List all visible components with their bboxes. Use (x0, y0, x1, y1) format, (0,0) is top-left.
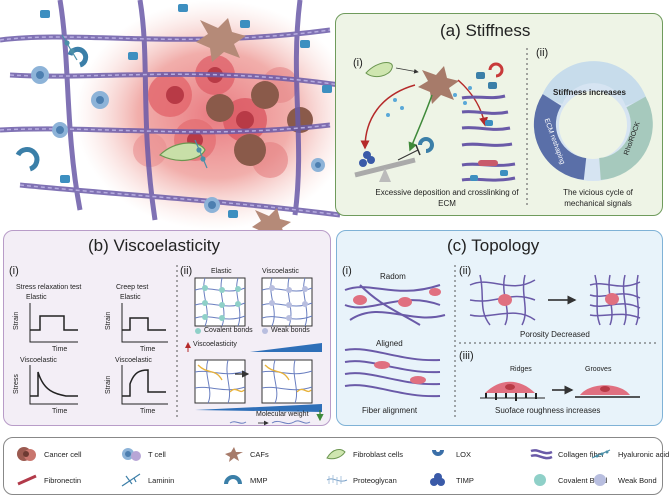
caf-icon (225, 447, 243, 462)
lox-icon (432, 450, 444, 456)
legend-item-collagen-fiber: Collagen fiber (530, 446, 604, 462)
legend-label: Weak Bond (618, 475, 657, 485)
laminin-icon (121, 473, 141, 487)
stiffness-sub-i: (i) (353, 57, 363, 69)
visco-sub-i: (i) (9, 265, 19, 277)
porosity-label: Porosity Decreased (520, 330, 590, 339)
fibroblast-illustration (158, 142, 206, 162)
legend-label: Collagen fiber (558, 449, 605, 459)
legend-item-cafs: CAFs (222, 446, 269, 462)
legend-label: LOX (456, 449, 472, 459)
network-viscoelastic-label: Viscoelastic (262, 268, 299, 275)
topology-sub-ii: (ii) (459, 265, 472, 277)
axis-time-2: Time (140, 346, 156, 353)
legend-label: Laminin (148, 475, 175, 485)
elastic-label-2: Elastic (120, 294, 141, 301)
legend-label: Cancer cell (44, 449, 82, 459)
stiffness-sub-ii: (ii) (536, 47, 549, 59)
elastic-label-1: Elastic (26, 294, 47, 301)
legend-label: T cell (148, 449, 166, 459)
legend-item-t-cell: T cell (120, 446, 166, 462)
stress-relaxation-label: Stress relaxation test (16, 284, 82, 291)
fibroblast-icon (326, 449, 346, 460)
t-cell-icon (122, 448, 141, 461)
topology-title: (c) Topology (447, 236, 540, 255)
legend-item-mmp: MMP (222, 472, 268, 488)
viscoelastic-label-1: Viscoelastic (20, 357, 57, 364)
weak-bond-icon (594, 474, 606, 486)
grooves-label: Grooves (585, 366, 612, 373)
stiffness-title: (a) Stiffness (440, 21, 531, 40)
axis-time-1: Time (52, 346, 68, 353)
ring-stiffness-label: Stiffness increases (553, 88, 626, 97)
collagen-icon (530, 449, 553, 460)
proteoglycan-icon (326, 475, 348, 485)
cell-random-1 (353, 295, 367, 305)
covalent-bond-icon (534, 474, 546, 486)
lox-markers (40, 4, 332, 218)
viscoelasticity-increase-label: Viscoelasticity (193, 341, 237, 348)
network-elastic-label: Elastic (211, 268, 232, 275)
random-label: Radom (380, 272, 406, 281)
legend-label: Proteoglycan (353, 475, 397, 485)
creep-test-label: Creep test (116, 284, 149, 291)
roughness-label: Suoface roughness increases (495, 406, 601, 415)
covalent-bonds-label: Covalent bonds (204, 327, 253, 334)
legend-item-proteoglycan: Proteoglycan (325, 472, 397, 488)
weak-bonds-label: Weak bonds (271, 327, 310, 334)
topology-sub-i: (i) (342, 265, 352, 277)
visco-sub-ii: (ii) (180, 265, 193, 277)
legend-item-laminin: Laminin (120, 472, 174, 488)
ridges-label: Ridges (510, 366, 532, 373)
legend-item-fibroblast-cells: Fibroblast cells (325, 446, 403, 462)
legend-label: Fibronectin (44, 475, 82, 485)
axis-time-3: Time (52, 408, 68, 415)
stiffness-caption-i: Excessive deposition and crosslinking of… (375, 188, 519, 208)
axis-time-4: Time (140, 408, 156, 415)
legend-label: Hyaluronic acid (618, 449, 669, 459)
legend-item-fibronectin: Fibronectin (16, 472, 81, 488)
legend-item-lox: LOX (428, 446, 471, 462)
legend-label: CAFs (250, 449, 269, 459)
legend-item-cancer-cell: Cancer cell (16, 446, 82, 462)
topology-sub-iii: (iii) (459, 350, 474, 362)
viscoelasticity-title: (b) Viscoelasticity (88, 236, 220, 255)
legend-item-timp: TIMP (428, 472, 474, 488)
legend-label: TIMP (456, 475, 474, 485)
aligned-label: Aligned (376, 339, 403, 348)
legend-panel (3, 437, 663, 495)
legend-item-covalent-bond: Covalent Bond (530, 472, 607, 488)
fiber-alignment-label: Fiber alignment (362, 406, 418, 415)
hyaluronic-acid-icon (591, 449, 611, 459)
legend-label: MMP (250, 475, 268, 485)
cancer-cell-icon (17, 447, 36, 461)
legend-label: Fibroblast cells (353, 449, 404, 459)
legend-label: Covalent Bond (558, 475, 608, 485)
stiffness-caption-ii: The vicious cycle of mechanical signals (563, 188, 633, 208)
tumor-cells (133, 55, 298, 178)
t-cells-illustration (31, 66, 325, 213)
hyaluronic-acid-illustration (61, 34, 208, 169)
mmp-icon (224, 475, 242, 485)
topology-panel (336, 230, 663, 426)
molecular-weight-label: Molecular weight (256, 411, 309, 418)
viscoelastic-label-2: Viscoelastic (115, 357, 152, 364)
fibronectin-icon (17, 474, 37, 486)
legend-item-hyaluronic-acid: Hyaluronic acid (590, 446, 669, 462)
timp-icon (430, 473, 445, 486)
legend-item-weak-bond: Weak Bond (590, 472, 657, 488)
